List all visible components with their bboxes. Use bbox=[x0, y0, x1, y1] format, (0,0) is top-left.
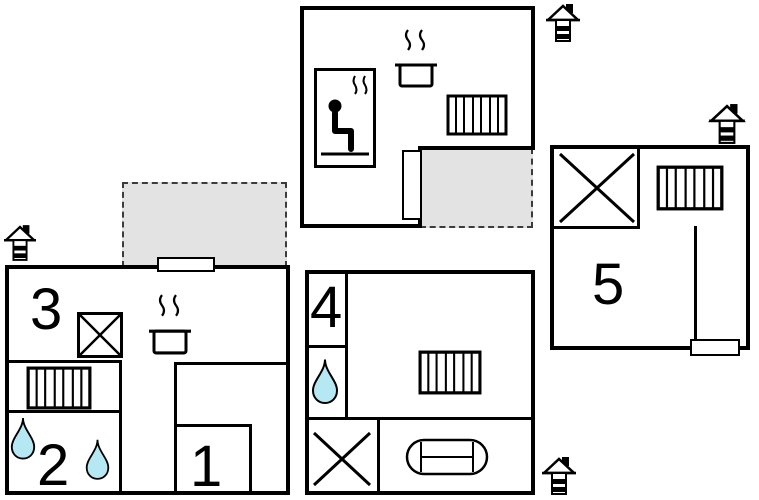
room-5-label: 5 bbox=[592, 252, 625, 317]
cooking-pot-icon bbox=[146, 292, 194, 356]
chimney-icon bbox=[540, 456, 578, 496]
crossed-box-icon bbox=[558, 152, 636, 224]
wall bbox=[300, 224, 422, 228]
wall bbox=[309, 417, 531, 420]
wall bbox=[550, 145, 750, 350]
chimney-icon bbox=[2, 224, 38, 262]
door-opening bbox=[157, 257, 215, 272]
chimney-icon bbox=[544, 3, 582, 43]
wall bbox=[174, 424, 252, 427]
room-3-label: 3 bbox=[30, 277, 63, 342]
door-opening bbox=[402, 150, 422, 220]
wall bbox=[554, 226, 640, 229]
wall bbox=[694, 226, 697, 346]
wall bbox=[249, 424, 252, 491]
terrace-area bbox=[122, 182, 287, 267]
wall bbox=[345, 274, 348, 418]
room-2-label: 2 bbox=[37, 433, 70, 498]
cooking-pot-icon bbox=[392, 27, 440, 89]
wall bbox=[637, 149, 640, 229]
water-drop-icon bbox=[310, 357, 340, 406]
wall bbox=[418, 146, 535, 150]
door-opening bbox=[690, 339, 740, 356]
radiator-icon bbox=[656, 165, 724, 211]
wall bbox=[300, 6, 304, 228]
chimney-icon bbox=[707, 103, 747, 145]
wall bbox=[531, 6, 535, 150]
wall bbox=[9, 410, 119, 413]
wall bbox=[119, 360, 122, 491]
room-1-label: 1 bbox=[190, 434, 223, 499]
wall bbox=[305, 270, 535, 495]
radiator-icon bbox=[26, 366, 92, 410]
radiator-icon bbox=[418, 350, 482, 395]
wall bbox=[174, 362, 286, 365]
radiator-icon bbox=[446, 94, 508, 136]
water-drop-icon bbox=[9, 415, 37, 462]
sofa-icon bbox=[404, 432, 490, 482]
wall bbox=[377, 420, 380, 491]
wall bbox=[309, 345, 345, 348]
wall bbox=[9, 360, 119, 363]
crossed-box-icon bbox=[77, 312, 123, 358]
wall bbox=[300, 6, 535, 10]
wall bbox=[5, 265, 290, 495]
terrace-area bbox=[420, 148, 533, 228]
sauna-icon bbox=[314, 68, 376, 168]
cross-icon bbox=[312, 431, 372, 487]
room-4-label: 4 bbox=[310, 275, 343, 340]
water-drop-icon bbox=[84, 437, 111, 482]
